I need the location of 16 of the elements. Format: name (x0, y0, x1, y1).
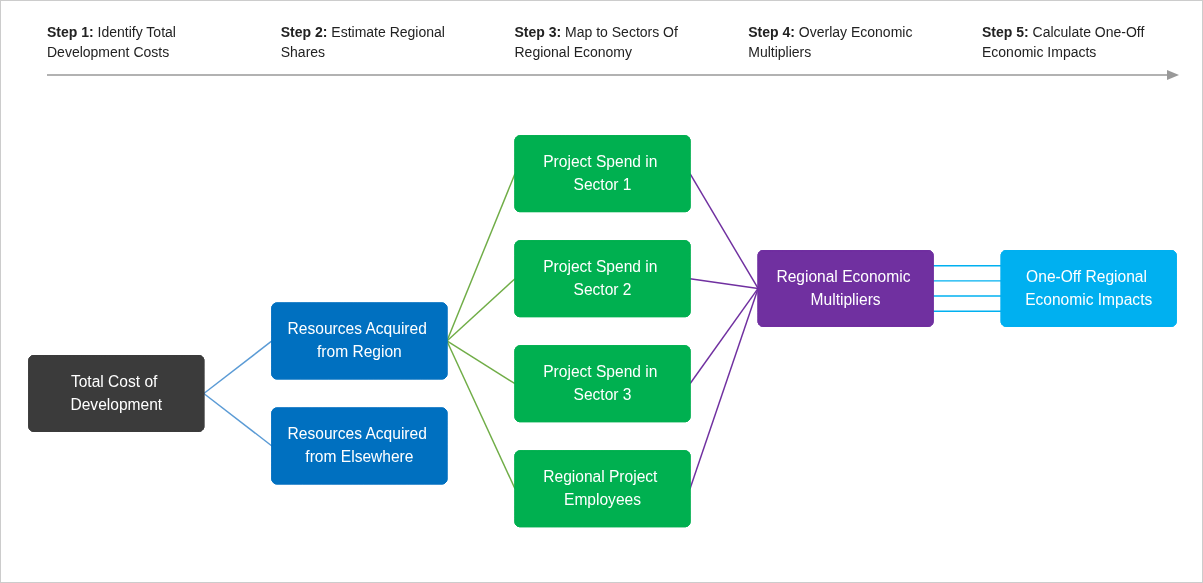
connector (203, 340, 273, 394)
step-heading: Step 2: Estimate Regional Shares (280, 23, 446, 62)
step-heading: Step 4: Overlay Economic Multipliers (748, 23, 914, 62)
connector (932, 295, 1002, 297)
connector (689, 287, 759, 385)
connector (932, 264, 1002, 267)
step-heading: Step 1: Identify Total Development Costs (47, 23, 177, 62)
connector (203, 392, 273, 447)
connector (689, 172, 759, 289)
connector (689, 277, 759, 289)
connector (932, 310, 1002, 312)
connector (446, 277, 516, 342)
step-heading: Step 3: Map to Sectors Of Regional Economy (514, 23, 679, 62)
step-heading: Step 5: Calculate One-Off Economic Impacts (982, 23, 1146, 62)
connector (446, 340, 516, 385)
connector (932, 279, 1002, 282)
